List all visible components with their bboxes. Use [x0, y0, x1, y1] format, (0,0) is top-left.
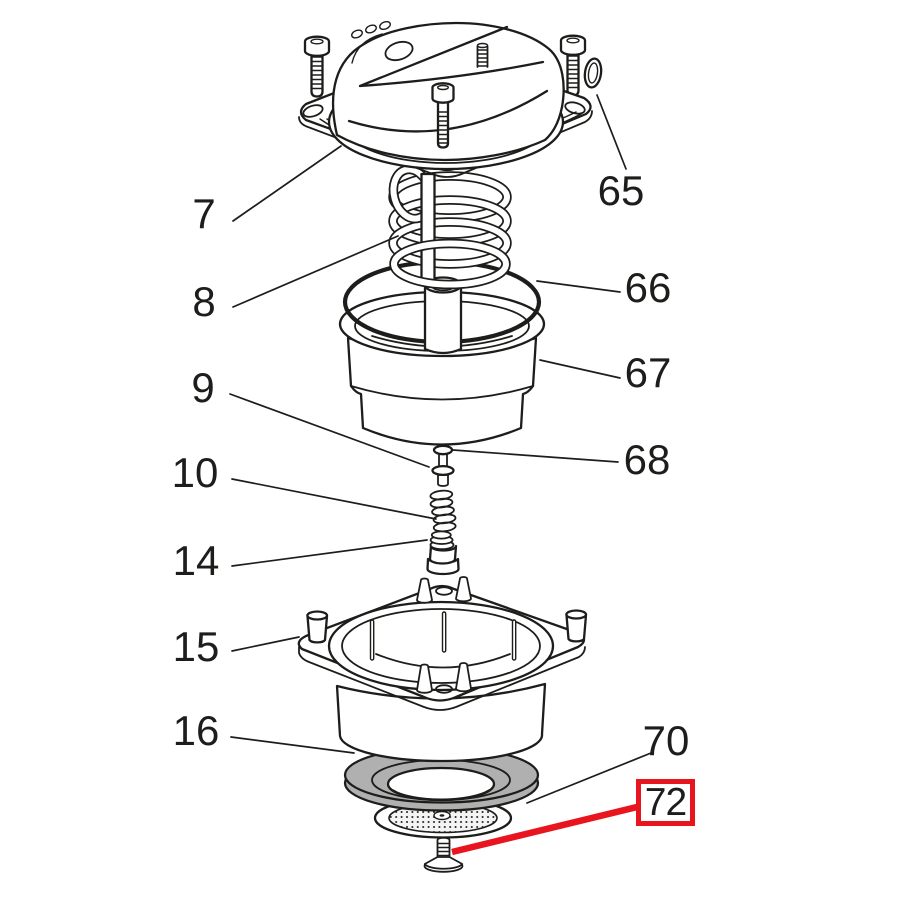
body-corner-stud-top — [306, 610, 329, 621]
tube-body — [423, 283, 463, 355]
stud-top — [476, 42, 489, 49]
lock-washer-part — [583, 57, 603, 89]
screw-head-cone — [423, 856, 464, 870]
body-pin — [441, 611, 447, 653]
valve-part — [426, 530, 460, 576]
body-cylinder — [335, 682, 547, 763]
callout-65: 65 — [597, 167, 645, 214]
cover-bolt-hole — [302, 104, 324, 118]
cover-stud — [476, 42, 489, 68]
screw-threads — [437, 111, 449, 144]
body-inner-ring — [375, 653, 511, 669]
stud-threads — [476, 49, 489, 67]
cover-top-arc — [351, 33, 383, 64]
body-pin — [511, 619, 517, 661]
group-body-part — [297, 576, 588, 763]
valve-thread-ring — [430, 530, 452, 540]
screw-threads — [566, 55, 580, 89]
body-pin — [369, 619, 375, 661]
gasket-hole — [386, 766, 496, 802]
screen-center-dot — [439, 814, 445, 817]
spring-part — [388, 164, 512, 290]
body-front-hole — [435, 684, 453, 694]
valve-rod — [420, 172, 436, 283]
callout-72-highlight-box: 72 — [636, 779, 695, 826]
callout-8: 8 — [192, 278, 216, 325]
body-opening-inner — [341, 608, 541, 684]
callout-7: 7 — [192, 190, 216, 237]
washer-outer — [583, 57, 603, 89]
pin-head — [432, 444, 454, 456]
cover-flange-edge — [298, 110, 593, 178]
callout-9: 9 — [191, 364, 215, 411]
callout-66: 66 — [624, 264, 672, 311]
body-corner-stud — [565, 613, 588, 643]
cover-vent-hole — [365, 24, 377, 34]
washer-inner — [587, 62, 599, 84]
screw-threads — [436, 842, 451, 857]
callout-68: 68 — [623, 436, 671, 483]
socket-screw-center — [431, 82, 455, 149]
cover-vent-hole — [351, 29, 363, 39]
callout-10: 10 — [171, 449, 219, 496]
screw-socket — [310, 38, 324, 45]
socket-screw-right — [559, 34, 587, 97]
gasket-hole-wall — [392, 789, 490, 800]
body-back-hole — [435, 586, 453, 596]
body-stud-cone — [455, 662, 472, 693]
disc — [431, 464, 455, 477]
socket-screw-left — [303, 35, 331, 98]
highlight-leader-line — [451, 803, 638, 856]
leader-lines — [229, 94, 652, 804]
body-stud-cone — [416, 577, 433, 604]
callout-72: 72 — [644, 781, 687, 824]
callout-14: 14 — [172, 537, 220, 584]
body-opening — [327, 600, 555, 692]
top-cover-part — [298, 20, 603, 178]
callout-67: 67 — [624, 349, 672, 396]
callout-16: 16 — [172, 707, 220, 754]
screw-shank — [436, 99, 450, 149]
body-corner-stud — [306, 614, 329, 644]
body-stud-cone — [416, 663, 433, 694]
screen-screw-part — [423, 836, 464, 873]
valve-pin-part — [432, 444, 454, 469]
body-corner-stud-top — [565, 609, 588, 620]
screw-threads — [310, 56, 324, 90]
body-flange-edge — [298, 646, 586, 711]
valve-disc-part — [431, 464, 455, 487]
valve-spring-part — [429, 489, 457, 533]
cover-oval-hole — [384, 40, 414, 62]
piston-step — [350, 385, 534, 401]
callout-15: 15 — [172, 623, 220, 670]
disc-stem — [437, 474, 449, 487]
screw-socket — [437, 84, 450, 91]
cover-rib-lines — [358, 25, 545, 88]
body-stud-cone — [455, 576, 472, 603]
cover-vent-hole — [379, 20, 391, 31]
callout-70: 70 — [642, 717, 690, 764]
screw-head — [431, 82, 455, 104]
valve-body — [428, 544, 458, 565]
screw-socket — [566, 37, 580, 44]
